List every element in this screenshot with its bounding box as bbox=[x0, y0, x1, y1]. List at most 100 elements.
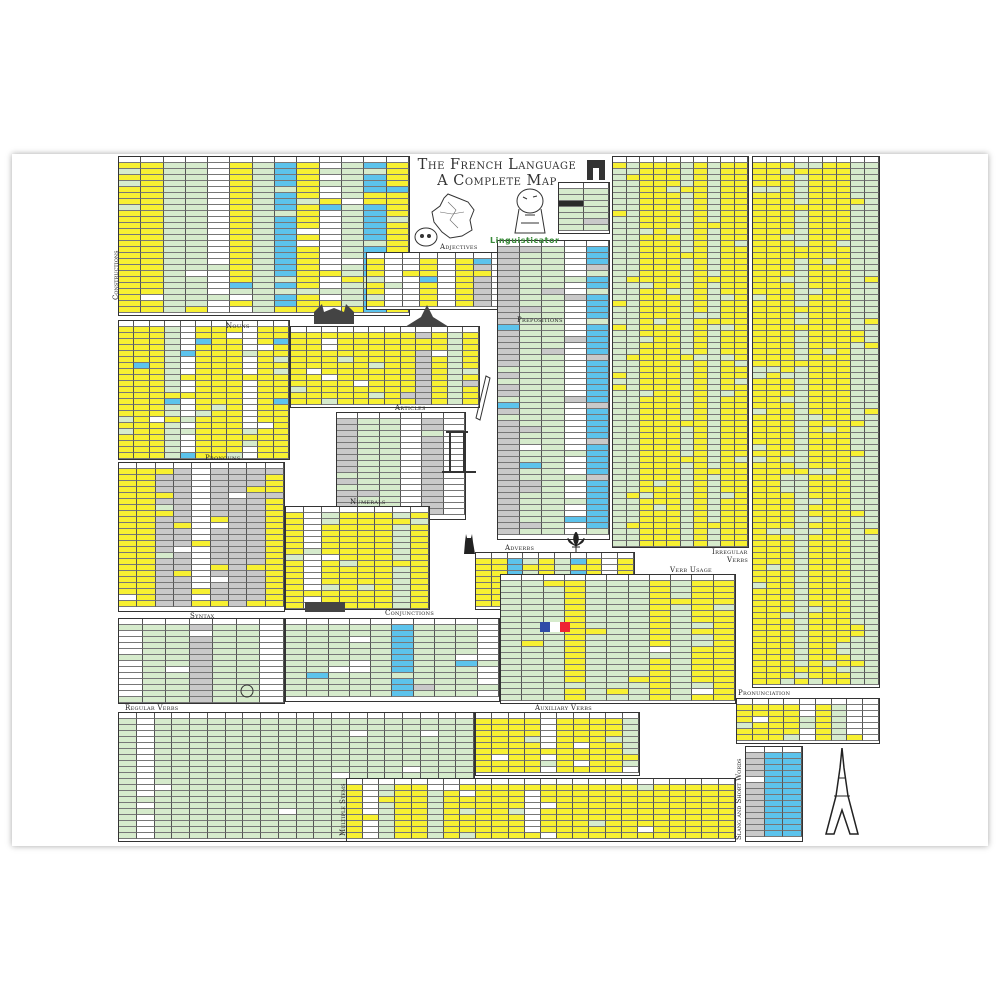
table-cell bbox=[431, 333, 448, 339]
table-cell bbox=[613, 313, 627, 319]
table-cell bbox=[524, 761, 542, 767]
table-cell bbox=[196, 375, 212, 381]
table-cell bbox=[721, 325, 735, 331]
table-cell bbox=[795, 541, 809, 547]
table-cell bbox=[653, 265, 667, 271]
table-cell bbox=[823, 337, 837, 343]
table-cell bbox=[767, 457, 781, 463]
table-cell bbox=[227, 447, 243, 453]
table-cell bbox=[473, 301, 492, 307]
eiffel-tower-icon bbox=[825, 748, 859, 835]
table-cell bbox=[573, 767, 591, 773]
table-cell bbox=[653, 421, 667, 427]
table-cell bbox=[564, 247, 587, 253]
table-cell bbox=[375, 537, 394, 543]
table-cell bbox=[322, 333, 338, 339]
table-cell bbox=[640, 229, 654, 235]
table-cell bbox=[190, 791, 208, 797]
table-cell bbox=[357, 513, 376, 519]
table-cell bbox=[258, 345, 274, 351]
table-cell bbox=[753, 265, 767, 271]
table-cell bbox=[640, 367, 654, 373]
table-cell bbox=[667, 499, 681, 505]
table-cell bbox=[353, 357, 370, 363]
table-cell bbox=[564, 581, 587, 587]
table-cell bbox=[501, 695, 523, 701]
table-cell bbox=[520, 451, 543, 457]
table-cell bbox=[185, 277, 209, 283]
table-cell bbox=[265, 571, 284, 577]
table-cell bbox=[339, 555, 358, 561]
table-cell bbox=[823, 439, 837, 445]
table-cell bbox=[508, 791, 525, 797]
table-cell bbox=[653, 307, 667, 313]
table-cell bbox=[795, 463, 809, 469]
table-cell bbox=[306, 333, 323, 339]
table-cell bbox=[767, 169, 781, 175]
table-cell bbox=[358, 449, 380, 455]
table-cell bbox=[680, 505, 694, 511]
table-cell bbox=[865, 223, 879, 229]
table-cell bbox=[613, 439, 627, 445]
table-cell bbox=[230, 223, 253, 229]
table-cell bbox=[275, 199, 298, 205]
table-cell bbox=[265, 511, 284, 517]
table-cell bbox=[809, 655, 823, 661]
table-cell bbox=[809, 409, 823, 415]
table-cell bbox=[501, 635, 523, 641]
table-cell bbox=[137, 523, 156, 529]
table-cell bbox=[809, 259, 823, 265]
table-cell bbox=[626, 343, 640, 349]
table-cell bbox=[795, 313, 809, 319]
table-cell bbox=[379, 809, 396, 815]
table-cell bbox=[141, 223, 164, 229]
table-cell bbox=[165, 333, 181, 339]
table-cell bbox=[265, 577, 284, 583]
table-cell bbox=[477, 679, 499, 685]
table-cell bbox=[185, 283, 209, 289]
table-cell bbox=[606, 731, 623, 737]
table-cell bbox=[753, 391, 767, 397]
table-cell bbox=[211, 351, 228, 357]
table-cell bbox=[564, 397, 587, 403]
table-cell bbox=[809, 181, 823, 187]
table-cell bbox=[358, 431, 380, 437]
table-cell bbox=[586, 247, 609, 253]
table-cell bbox=[795, 199, 809, 205]
table-cell bbox=[753, 163, 767, 169]
table-cell bbox=[443, 785, 461, 791]
table-cell bbox=[400, 491, 423, 497]
table-cell bbox=[734, 205, 748, 211]
table-cell bbox=[213, 649, 237, 655]
table-cell bbox=[236, 649, 261, 655]
table-cell bbox=[180, 351, 197, 357]
table-cell bbox=[275, 295, 298, 301]
table-cell bbox=[837, 607, 851, 613]
table-cell bbox=[286, 531, 304, 537]
table-cell bbox=[753, 301, 767, 307]
table-cell bbox=[261, 743, 279, 749]
table-cell bbox=[626, 313, 640, 319]
table-cell bbox=[795, 553, 809, 559]
table-cell bbox=[460, 809, 477, 815]
table-cell bbox=[411, 797, 428, 803]
table-cell bbox=[851, 667, 865, 673]
table-cell bbox=[306, 363, 323, 369]
table-cell bbox=[149, 441, 166, 447]
table-cell bbox=[321, 543, 340, 549]
table-cell bbox=[671, 695, 693, 701]
table-cell bbox=[367, 259, 385, 265]
table-cell bbox=[753, 643, 767, 649]
table-cell bbox=[721, 175, 735, 181]
table-cell bbox=[172, 797, 190, 803]
table-cell bbox=[590, 761, 607, 767]
table-cell bbox=[411, 561, 429, 567]
table-cell bbox=[119, 453, 135, 459]
table-cell bbox=[837, 571, 851, 577]
table-cell bbox=[721, 259, 735, 265]
table-cell bbox=[319, 301, 342, 307]
table-cell bbox=[613, 421, 627, 427]
table-cell bbox=[753, 583, 767, 589]
table-cell bbox=[119, 345, 135, 351]
table-cell bbox=[230, 169, 253, 175]
